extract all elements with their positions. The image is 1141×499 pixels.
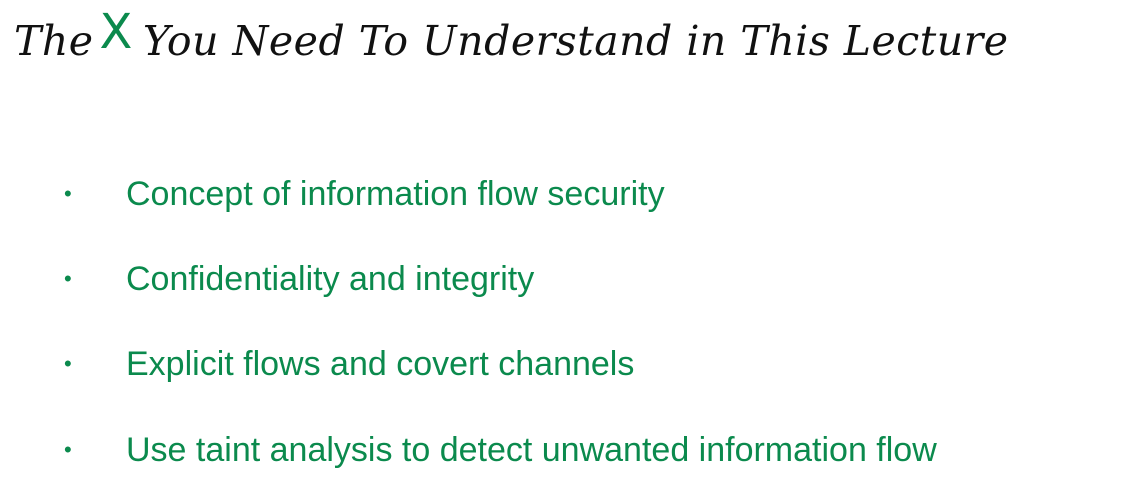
title-prefix: The [14,17,94,65]
bullet-item: • Use taint analysis to detect unwanted … [64,428,1124,472]
bullet-marker: • [64,351,72,376]
bullet-text: Use taint analysis to detect unwanted in… [126,431,937,469]
bullet-text: Concept of information flow security [126,175,665,213]
title-suffix: You Need To Understand in This Lecture [142,17,1009,65]
title-accent-x: X [99,4,133,60]
bullet-marker: • [64,437,72,462]
bullet-marker: • [64,181,72,206]
bullet-text: Confidentiality and integrity [126,260,535,298]
bullet-marker: • [64,266,72,291]
bullet-text: Explicit flows and covert channels [126,345,635,383]
bullet-item: • Explicit flows and covert channels [64,342,1124,386]
bullet-item: • Confidentiality and integrity [64,257,1124,301]
bullet-item: • Concept of information flow security [64,172,1124,216]
